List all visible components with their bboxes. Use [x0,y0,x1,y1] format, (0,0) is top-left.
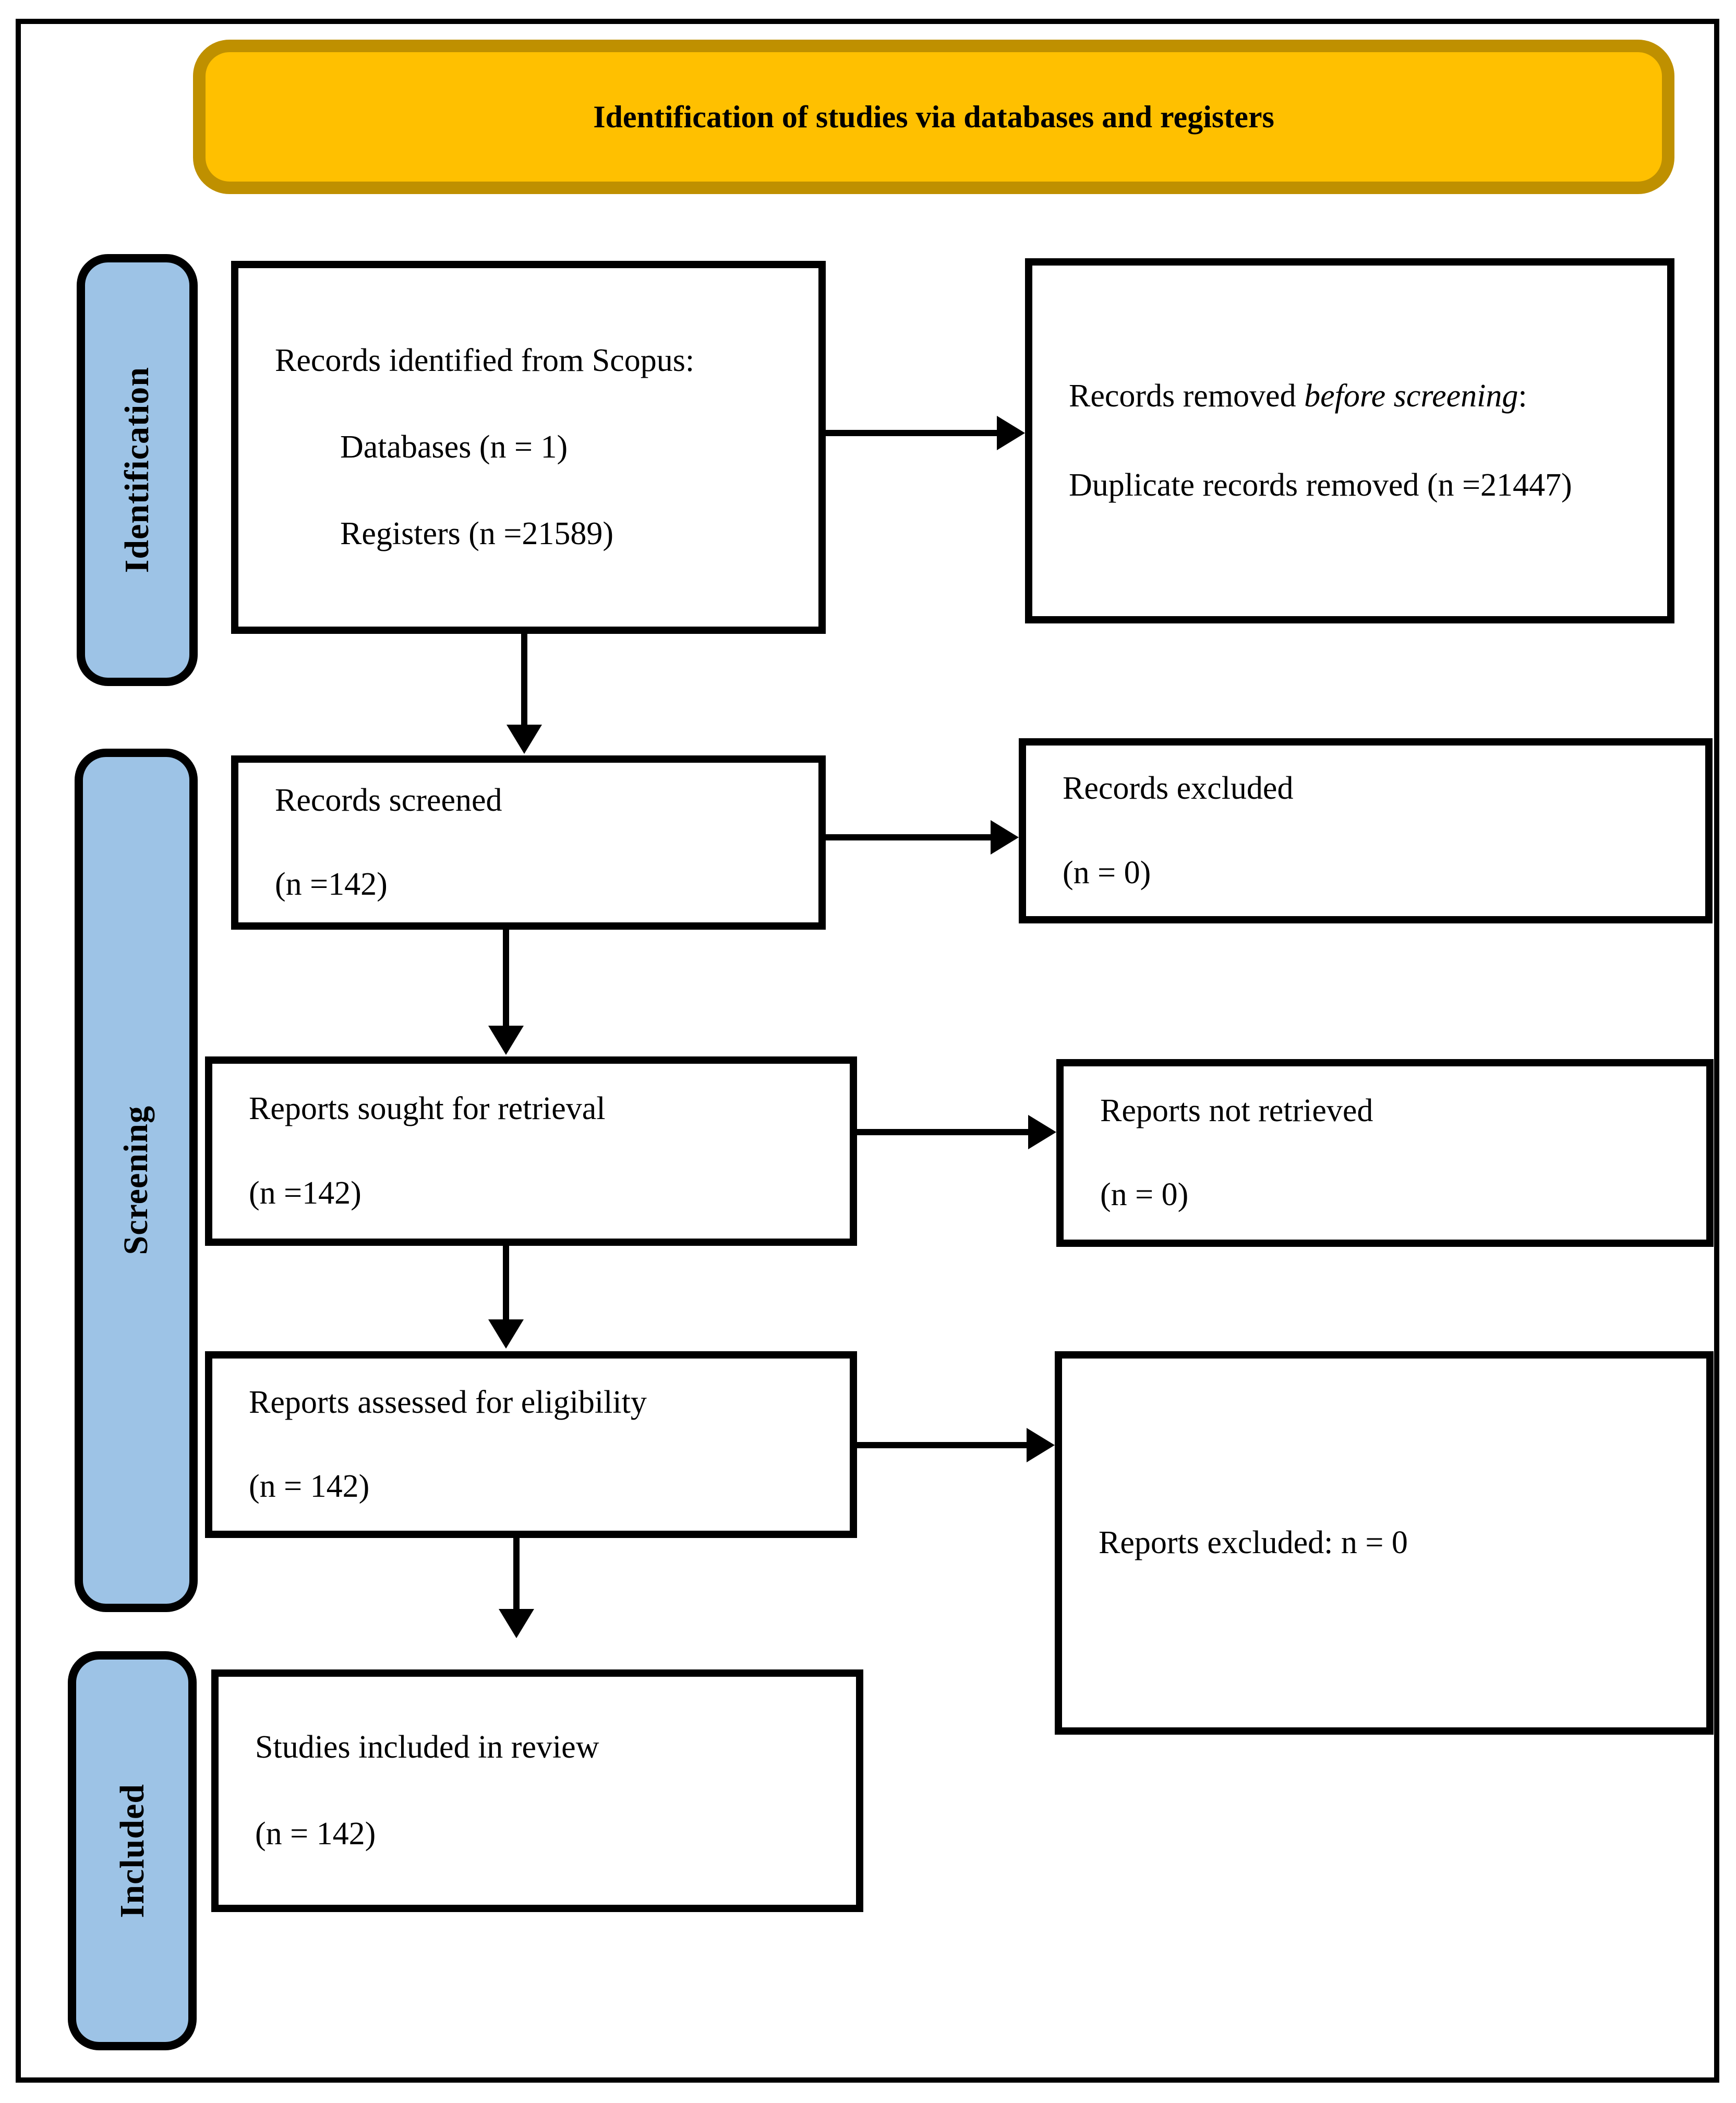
stage-label-identification: Identification [77,254,198,686]
arrow-identified-to-removed [826,430,998,436]
box-line: Duplicate records removed (n =21447) [1069,467,1572,503]
box-line: (n =142) [249,1175,361,1211]
outer-frame [16,19,1719,2083]
box-records-screened: Records screened (n =142) [231,755,826,930]
box-line: Records screened [275,782,502,818]
box-line: Reports sought for retrieval [249,1091,606,1127]
box-line: Registers (n =21589) [340,516,614,552]
box-studies-included: Studies included in review (n = 142) [211,1669,863,1912]
stage-label-included: Included [68,1651,197,2050]
box-line: Records identified from Scopus: [275,342,695,378]
box-line: Records excluded [1063,771,1294,807]
arrow-sought-to-assessed [503,1246,509,1320]
arrow-screened-to-excluded [826,834,992,840]
box-line: Databases (n = 1) [340,429,568,465]
box-records-removed: Records removed before screening: Duplic… [1025,258,1674,623]
page-title: Identification of studies via databases … [593,99,1274,134]
arrow-assessed-to-reports-excluded [857,1442,1028,1448]
box-line: (n = 142) [249,1469,370,1504]
arrow-assessed-to-included [513,1538,520,1610]
stage-label-text: Screening [117,1105,155,1255]
box-line: Reports assessed for eligibility [249,1384,647,1420]
box-reports-assessed: Reports assessed for eligibility (n = 14… [205,1351,857,1538]
arrow-identified-to-screened [521,634,527,726]
box-line: Reports not retrieved [1100,1092,1373,1128]
arrow-sought-to-not-retrieved [857,1129,1029,1135]
box-reports-excluded: Reports excluded: n = 0 [1055,1351,1714,1735]
box-line-suffix: : [1518,378,1527,414]
stage-label-screening: Screening [75,749,198,1612]
stage-label-text: Included [113,1783,151,1918]
box-line: Records removed before screening: [1069,378,1655,415]
box-records-identified: Records identified from Scopus: Database… [231,261,826,634]
box-line: Reports excluded: n = 0 [1099,1524,1408,1560]
box-line: (n = 0) [1100,1177,1189,1212]
stage-label-text: Identification [118,367,156,573]
box-line: (n = 0) [1063,855,1151,891]
box-line-prefix: Records removed [1069,378,1305,414]
title-banner: Identification of studies via databases … [193,40,1674,194]
box-line-italic: before screening [1304,378,1518,414]
box-line: Studies included in review [255,1729,599,1765]
box-records-excluded: Records excluded (n = 0) [1019,738,1713,923]
box-reports-sought: Reports sought for retrieval (n =142) [205,1056,857,1246]
box-line: (n =142) [275,867,388,902]
box-reports-not-retrieved: Reports not retrieved (n = 0) [1056,1059,1714,1247]
box-line: (n = 142) [255,1816,376,1852]
arrow-screened-to-sought [503,930,509,1027]
